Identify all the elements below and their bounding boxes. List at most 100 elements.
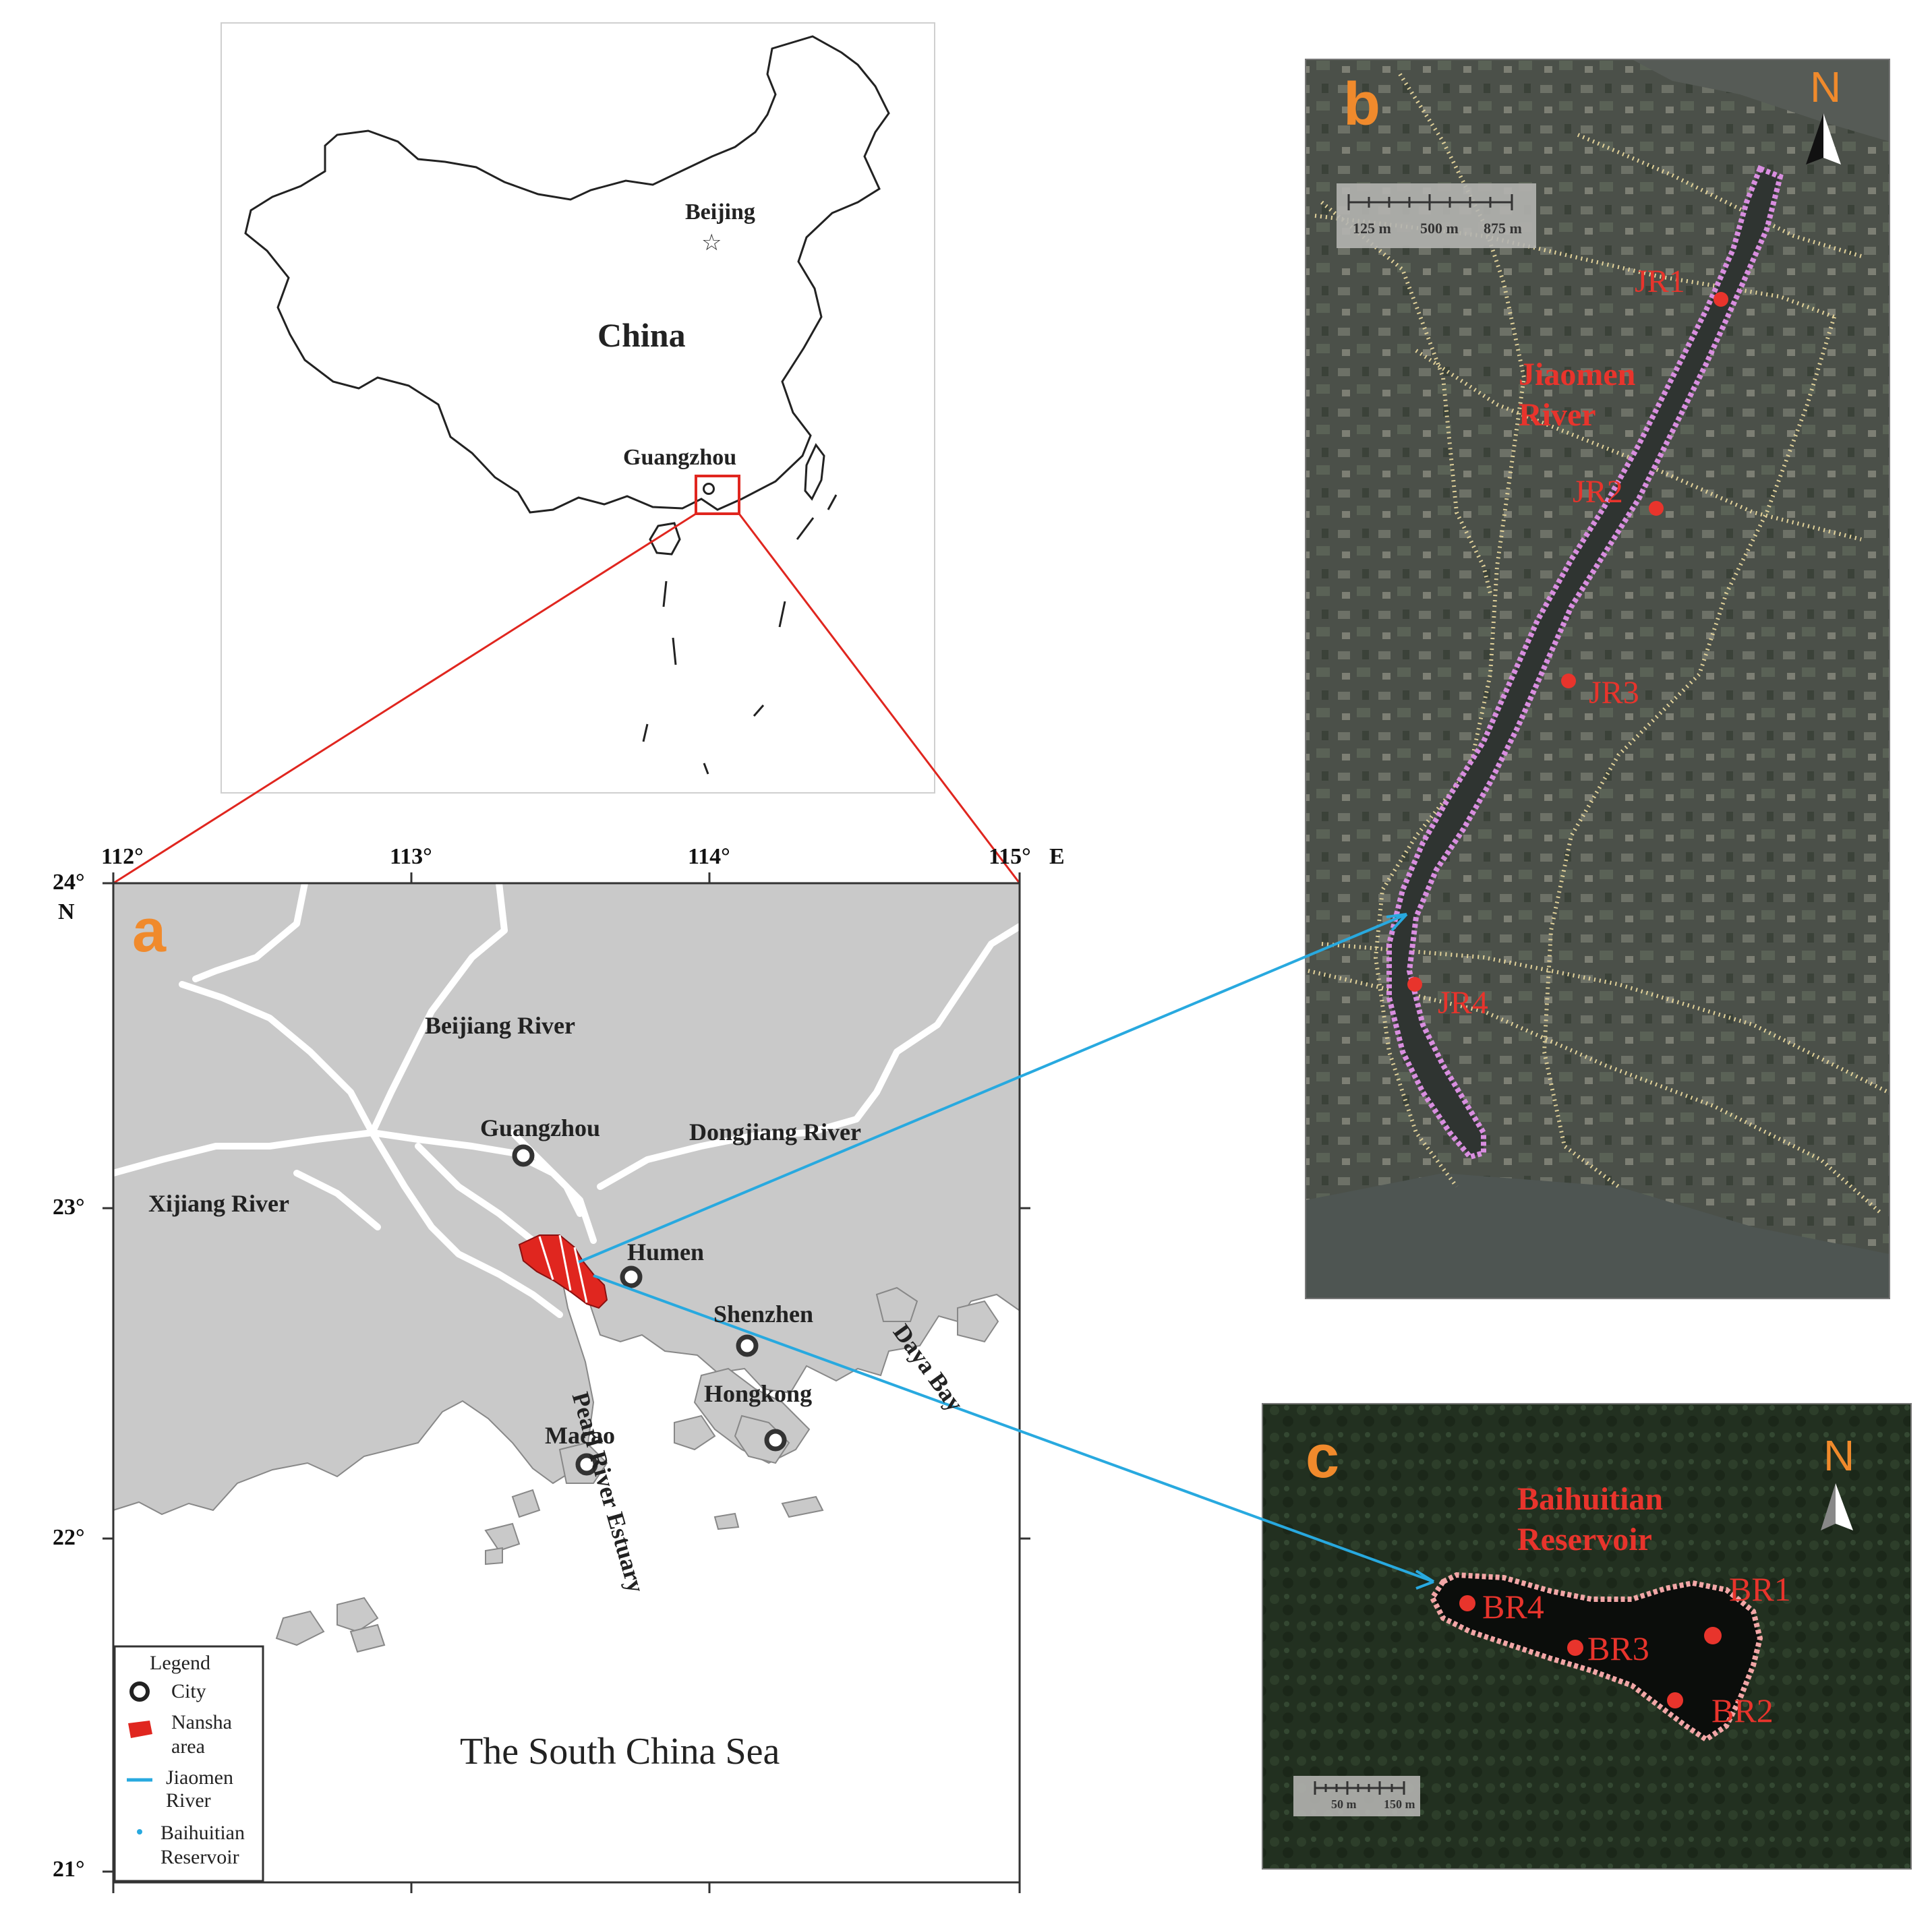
panel-a-tick-marks: [103, 872, 1030, 1893]
legend-nansha-icon: [128, 1721, 152, 1738]
panel-b-scalebar: [1347, 194, 1513, 210]
panel-b-north-arrow-dark: [1806, 113, 1823, 165]
panel-b-map: [1305, 59, 1890, 1299]
city-label-humen: Humen: [627, 1239, 705, 1265]
sample-point-br4: [1459, 1595, 1475, 1611]
lon-tick-112: 112°: [101, 844, 144, 869]
panel-b-roads: [1308, 73, 1890, 1216]
lon-tick-115: 115°: [989, 844, 1031, 869]
sample-label-br2: BR2: [1711, 1692, 1774, 1729]
city-label-guangzhou: Guangzhou: [480, 1114, 601, 1141]
circle-icon: [703, 483, 715, 495]
sample-point-br1: [1704, 1627, 1722, 1644]
panel-c-north-arrow-dark: [1821, 1483, 1836, 1530]
city-marker-guangzhou: [512, 1144, 535, 1167]
panel-c-scale-50: 50 m: [1331, 1797, 1357, 1811]
city-label-macao: Macao: [545, 1422, 615, 1449]
taiwan-outline: [804, 443, 825, 501]
panel-a-letter: a: [132, 897, 167, 965]
lat-tick-21: 21°: [53, 1857, 85, 1882]
panel-b-north-arrow-light: [1823, 113, 1841, 165]
river-label-dongjiang: Dongjiang River: [689, 1119, 861, 1145]
lat-suffix: N: [58, 899, 75, 924]
panel-a-rivers: [110, 880, 1023, 1318]
panel-c-frame: [1262, 1403, 1912, 1870]
sample-label-br3: BR3: [1587, 1630, 1649, 1667]
sample-label-jr2: JR2: [1573, 474, 1623, 510]
panel-c-north-label: N: [1823, 1431, 1855, 1480]
panel-b-scale-125: 125 m: [1353, 220, 1391, 237]
sample-point-br3: [1567, 1640, 1583, 1656]
panel-b-sample-points: [1407, 292, 1728, 992]
panel-a-frame: [112, 882, 1021, 1884]
blue-connectors: [578, 913, 1435, 1590]
city-marker-hongkong: [764, 1429, 787, 1452]
panel-a-map: [110, 880, 1023, 1884]
lat-tick-22: 22°: [53, 1525, 85, 1550]
jiaomen-river-buffer: [1386, 165, 1784, 1160]
legend-item-nansha-1: Nansha: [171, 1711, 232, 1733]
nansha-dividers: [538, 1234, 588, 1303]
inset-connector-right: [738, 513, 1021, 884]
legend-item-reservoir-2: Reservoir: [160, 1846, 239, 1868]
inset-city-label: Guangzhou: [623, 445, 737, 470]
panel-c-scale-150: 150 m: [1384, 1797, 1415, 1811]
lon-tick-113: 113°: [390, 844, 432, 869]
legend-item-river-1: Jiaomen: [166, 1766, 233, 1789]
china-inset: [221, 22, 935, 794]
panel-c-scalebar: [1314, 1781, 1405, 1795]
city-label-hongkong: Hongkong: [704, 1380, 813, 1407]
sample-point-jr3: [1561, 674, 1576, 688]
panel-c-letter: c: [1306, 1423, 1340, 1491]
legend-item-city: City: [171, 1680, 206, 1702]
panel-c-reservoir-label-1: Baihuitian: [1517, 1481, 1664, 1517]
panel-a-city-markers: [512, 1144, 787, 1476]
panel-b-scale-875: 875 m: [1484, 220, 1522, 237]
nine-dash-line: [642, 494, 838, 775]
lon-tick-114: 114°: [688, 844, 730, 869]
panel-b-river-label-1: Jiaomen: [1519, 357, 1636, 392]
inset-connector-left: [113, 512, 697, 885]
legend-box-graphics: [113, 1645, 264, 1882]
sample-point-jr1: [1714, 292, 1728, 307]
lon-suffix: E: [1049, 844, 1065, 869]
star-icon: ☆: [701, 229, 722, 256]
lat-tick-23: 23°: [53, 1195, 85, 1220]
sample-label-br4: BR4: [1482, 1588, 1544, 1626]
inset-capital-label: Beijing: [685, 200, 755, 225]
panel-b-letter: b: [1343, 71, 1380, 138]
sample-label-jr3: JR3: [1589, 675, 1639, 711]
connector-to-panel-c: [593, 1274, 1434, 1583]
hainan-outline: [649, 522, 681, 556]
panel-b-river-mouth: [1306, 1173, 1890, 1299]
panel-c-map: [1262, 1403, 1912, 1870]
china-outline: [244, 35, 890, 514]
panel-b-frame: [1305, 59, 1890, 1299]
legend-reservoir-icon: [137, 1829, 142, 1835]
legend-city-icon: [129, 1681, 150, 1702]
sample-label-br1: BR1: [1729, 1570, 1791, 1608]
panel-c-reservoir-label-2: Reservoir: [1517, 1522, 1652, 1557]
city-marker-shenzhen: [736, 1334, 759, 1357]
city-marker-macao: [575, 1453, 598, 1476]
panel-b-north-label: N: [1810, 63, 1842, 111]
lat-tick-24: 24°: [53, 870, 85, 895]
nansha-area: [518, 1234, 608, 1309]
sample-point-br2: [1667, 1692, 1683, 1708]
panel-c-sample-points: [1459, 1595, 1722, 1708]
sample-point-jr4: [1407, 977, 1422, 992]
sample-label-jr1: JR1: [1635, 264, 1685, 299]
inset-country-label: China: [597, 316, 686, 354]
sea-label: The South China Sea: [460, 1731, 780, 1772]
panel-b-scalebar-bg: [1337, 183, 1536, 248]
sample-label-jr4: JR4: [1438, 985, 1488, 1021]
legend-item-reservoir-1: Baihuitian: [160, 1822, 245, 1844]
river-label-beijiang: Beijiang River: [425, 1012, 575, 1039]
city-marker-humen: [620, 1265, 643, 1288]
legend: Legend City Nansha area Jiaomen River Ba…: [115, 1646, 263, 1881]
panel-b-imagery: [1306, 59, 1890, 1299]
connector-to-panel-b: [578, 913, 1407, 1263]
city-label-shenzhen: Shenzhen: [713, 1301, 814, 1328]
river-label-xijiang: Xijiang River: [148, 1190, 289, 1217]
